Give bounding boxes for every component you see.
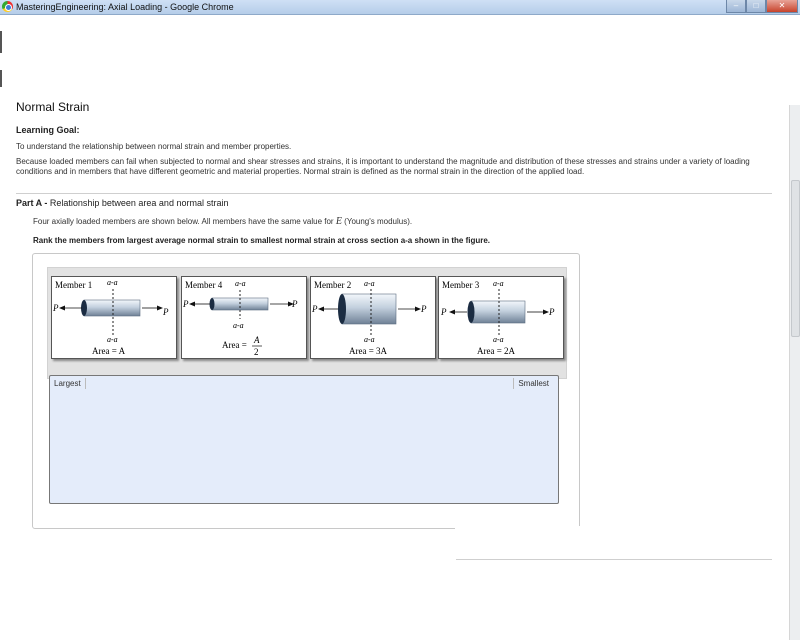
window-controls: – □ ✕ [726,0,798,13]
member-card-4[interactable]: Member 4 a-a P P a-a Area = A 2 [181,276,307,359]
part-a-label: Part A - [16,198,48,208]
arrowhead-right [288,301,294,307]
arrowhead-left [449,309,455,315]
arrowhead-right [415,306,421,312]
member-3-diagram: Member 3 a-a P P a-a Area = 2A [440,279,555,356]
arrowhead-left [189,301,195,307]
member-label: Member 1 [55,280,92,290]
part-a-intro: Four axially loaded members are shown be… [33,216,412,227]
divider [16,193,772,194]
load-label-left: P [311,304,318,314]
ranking-drop-area[interactable]: Largest Smallest [49,375,559,504]
section-label-top: a-a [235,279,246,288]
member-card-2[interactable]: Member 2 a-a P P a-a Area = 3A [310,276,436,359]
load-label-left: P [440,307,447,317]
smallest-label: Smallest [513,378,549,389]
member-card-3[interactable]: Member 3 a-a P P a-a Area = 2A [438,276,564,359]
section-label-top: a-a [107,278,118,287]
area-label: Area = A [92,346,126,356]
intro-text: Four axially loaded members are shown be… [33,217,334,226]
window-edge [0,70,2,87]
section-label-bottom: a-a [364,335,375,344]
member-rod [341,293,397,325]
minimize-button[interactable]: – [726,0,746,13]
member-2-diagram: Member 2 a-a P P a-a Area = 3A [311,279,427,356]
largest-label: Largest [54,378,86,389]
part-a-title: Relationship between area and normal str… [49,198,229,208]
rod-end-face [338,294,346,324]
section-label-top: a-a [364,279,375,288]
learning-goal-label: Learning Goal: [16,125,80,135]
maximize-button[interactable]: □ [746,0,766,13]
area-numerator: A [253,335,260,345]
scrollbar-thumb[interactable] [791,180,800,337]
member-rod [83,299,141,317]
member-label: Member 4 [185,280,223,290]
section-label-bottom: a-a [233,321,244,330]
divider-bottom [456,559,772,560]
section-label-top: a-a [493,279,504,288]
ranking-panel: Member 1 a-a P P a-a Area = A Member 4 a… [32,253,580,529]
rod-end-face [467,301,475,323]
chrome-icon [2,1,13,12]
window-edge [0,31,2,53]
member-label: Member 3 [442,280,480,290]
rod-end-face [81,300,87,316]
rod-end-face [209,298,215,310]
arrowhead-left [59,305,65,311]
area-label: Area = 3A [349,346,388,356]
learning-goal-text: To understand the relationship between n… [16,142,292,151]
vertical-scrollbar[interactable] [789,105,800,640]
area-label: Area = [222,340,247,350]
area-denominator: 2 [254,347,259,357]
load-label-right: P [548,307,555,317]
member-4-diagram: Member 4 a-a P P a-a Area = A 2 [182,279,298,357]
problem-title: Normal Strain [16,100,90,114]
window-title: MasteringEngineering: Axial Loading - Go… [16,2,234,12]
load-label-right: P [162,307,169,317]
arrowhead-right [157,305,163,311]
load-label-left: P [182,299,189,309]
member-rod [470,300,526,324]
close-button[interactable]: ✕ [766,0,798,13]
load-label-right: P [420,304,427,314]
arrowhead-left [318,306,324,312]
arrowhead-right [543,309,549,315]
member-1-diagram: Member 1 a-a P P a-a Area = A [52,278,169,356]
intro-paragraph: Because loaded members can fail when sub… [16,157,750,176]
intro-text-end: (Young's modulus). [344,217,413,226]
section-label-bottom: a-a [493,335,504,344]
youngs-modulus-symbol: E [335,216,342,227]
member-card-1[interactable]: Member 1 a-a P P a-a Area = A [51,276,177,359]
section-label-bottom: a-a [107,335,118,344]
ranking-instruction: Rank the members from largest average no… [33,236,491,245]
part-a-header[interactable]: Part A - Relationship between area and n… [16,198,228,208]
panel-gap [455,526,585,531]
window-titlebar: MasteringEngineering: Axial Loading - Go… [0,0,800,15]
member-cards-row: Member 1 a-a P P a-a Area = A Member 4 a… [47,267,567,379]
load-label-right: P [291,299,298,309]
load-label-left: P [52,303,59,313]
member-label: Member 2 [314,280,351,290]
area-label: Area = 2A [477,346,516,356]
